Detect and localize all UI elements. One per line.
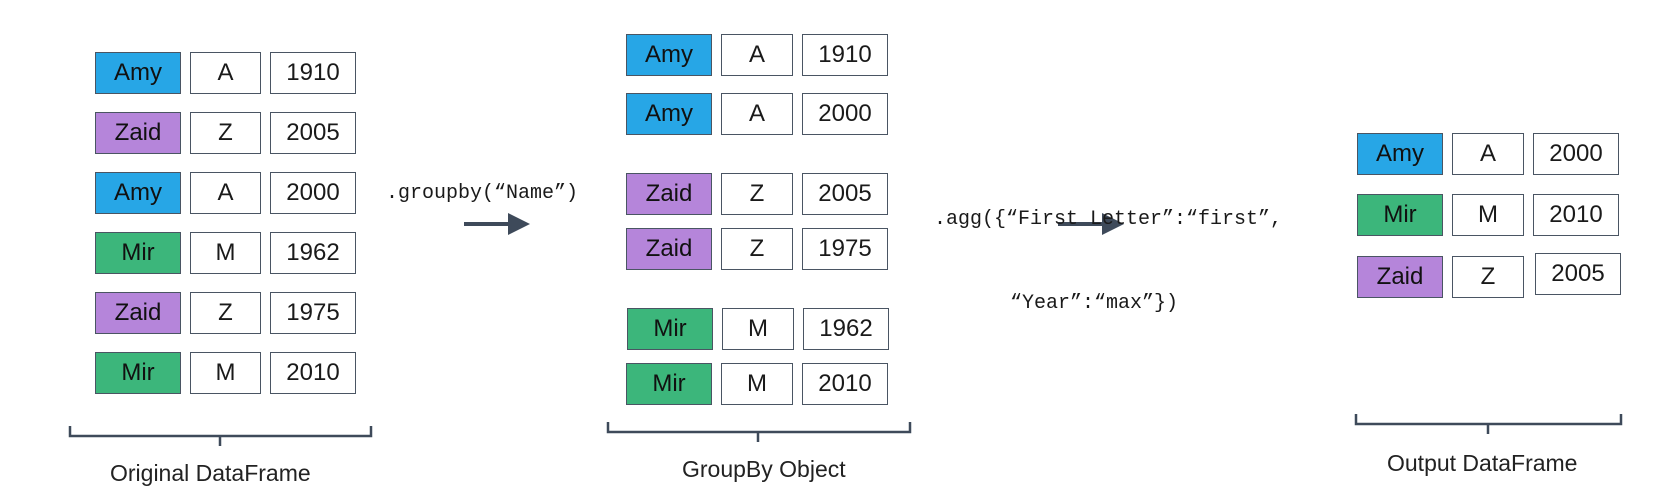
groupby-row-5-letter: M (722, 308, 794, 350)
groupby-row-6-name: Mir (626, 363, 712, 405)
original-row-3-letter: A (190, 172, 261, 214)
groupby-arrow (464, 213, 530, 235)
groupby-brace (606, 422, 912, 442)
original-row-6-year: 2010 (270, 352, 356, 394)
groupby-row-3-letter: Z (721, 173, 793, 215)
output-brace (1354, 414, 1623, 434)
original-row-5-year: 1975 (270, 292, 356, 334)
groupby-row-2-name: Amy (626, 93, 712, 135)
original-row-3-year: 2000 (270, 172, 356, 214)
output-row-2-year: 2010 (1533, 194, 1619, 236)
output-row-2-name: Mir (1357, 194, 1443, 236)
output-caption: Output DataFrame (1387, 450, 1578, 476)
groupby-row-4-letter: Z (721, 228, 793, 270)
original-row-2-name: Zaid (95, 112, 181, 154)
groupby-row-1-year: 1910 (802, 34, 888, 76)
original-row-4-year: 1962 (270, 232, 356, 274)
original-row-1-name: Amy (95, 52, 181, 94)
original-row-6-letter: M (190, 352, 261, 394)
original-brace (68, 426, 373, 446)
groupby-row-2-letter: A (721, 93, 793, 135)
groupby-row-2-year: 2000 (802, 93, 888, 135)
groupby-caption: GroupBy Object (682, 456, 846, 482)
groupby-code: .groupby(“Name”) (386, 182, 579, 205)
groupby-row-4-year: 1975 (802, 228, 888, 270)
groupby-row-3-year: 2005 (802, 173, 888, 215)
output-row-3-year: 2005 (1535, 253, 1621, 295)
agg-code: .agg({“First Letter”:“first”, “Year”:“ma… (934, 150, 1282, 346)
groupby-row-4-name: Zaid (626, 228, 712, 270)
original-row-1-year: 1910 (270, 52, 356, 94)
original-row-6-name: Mir (95, 352, 181, 394)
groupby-row-5-name: Mir (627, 308, 713, 350)
groupby-row-1-letter: A (721, 34, 793, 76)
groupby-row-1-name: Amy (626, 34, 712, 76)
original-row-3-name: Amy (95, 172, 181, 214)
original-caption: Original DataFrame (110, 460, 311, 486)
output-row-2-letter: M (1452, 194, 1524, 236)
groupby-row-5-year: 1962 (803, 308, 889, 350)
original-row-2-letter: Z (190, 112, 261, 154)
agg-arrow (1058, 213, 1124, 235)
groupby-row-6-letter: M (721, 363, 793, 405)
output-row-1-name: Amy (1357, 133, 1443, 175)
groupby-row-6-year: 2010 (802, 363, 888, 405)
output-row-3-name: Zaid (1357, 256, 1443, 298)
original-row-5-letter: Z (190, 292, 261, 334)
output-row-1-year: 2000 (1533, 133, 1619, 175)
original-row-2-year: 2005 (270, 112, 356, 154)
agg-code-line-1: .agg({“First Letter”:“first”, (934, 208, 1283, 231)
original-row-1-letter: A (190, 52, 261, 94)
agg-code-line-2: “Year”:“max”}) (1010, 292, 1179, 315)
original-row-5-name: Zaid (95, 292, 181, 334)
output-row-1-letter: A (1452, 133, 1524, 175)
groupby-row-3-name: Zaid (626, 173, 712, 215)
original-row-4-name: Mir (95, 232, 181, 274)
output-row-3-letter: Z (1452, 256, 1524, 298)
original-row-4-letter: M (190, 232, 261, 274)
